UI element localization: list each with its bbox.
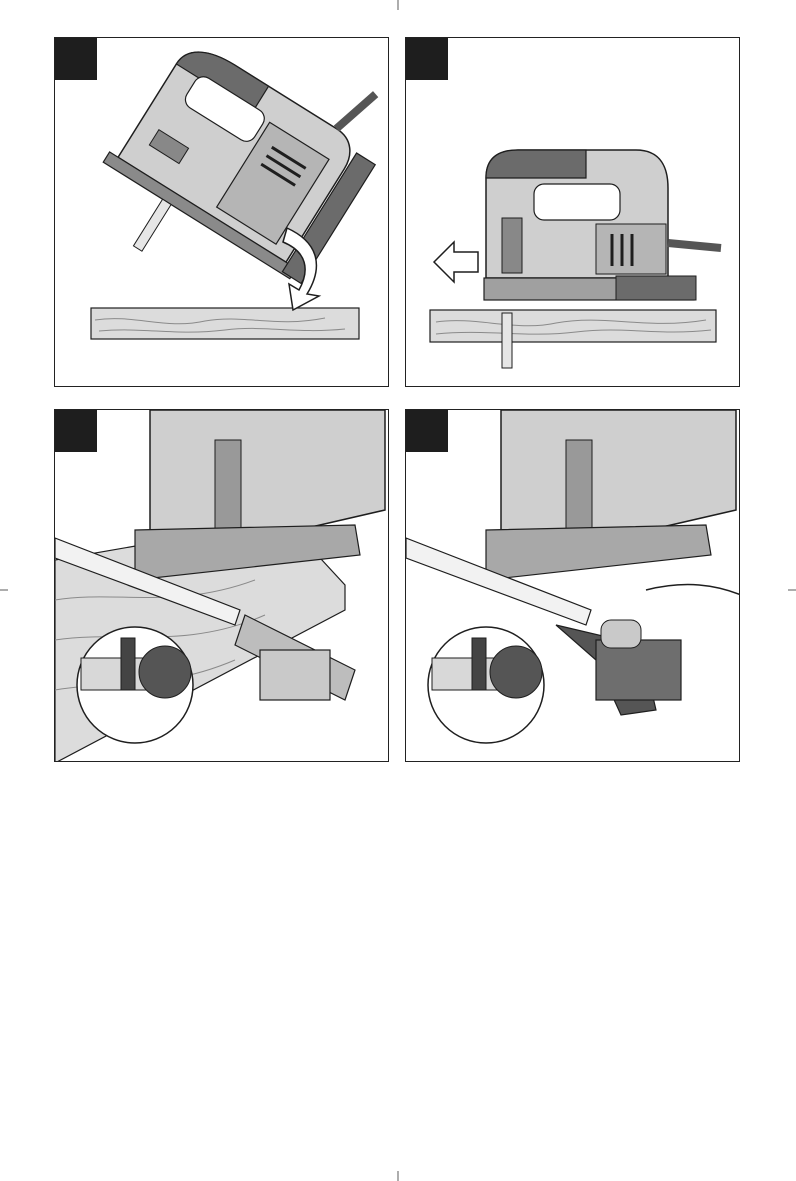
crop-marks [0,0,796,1181]
